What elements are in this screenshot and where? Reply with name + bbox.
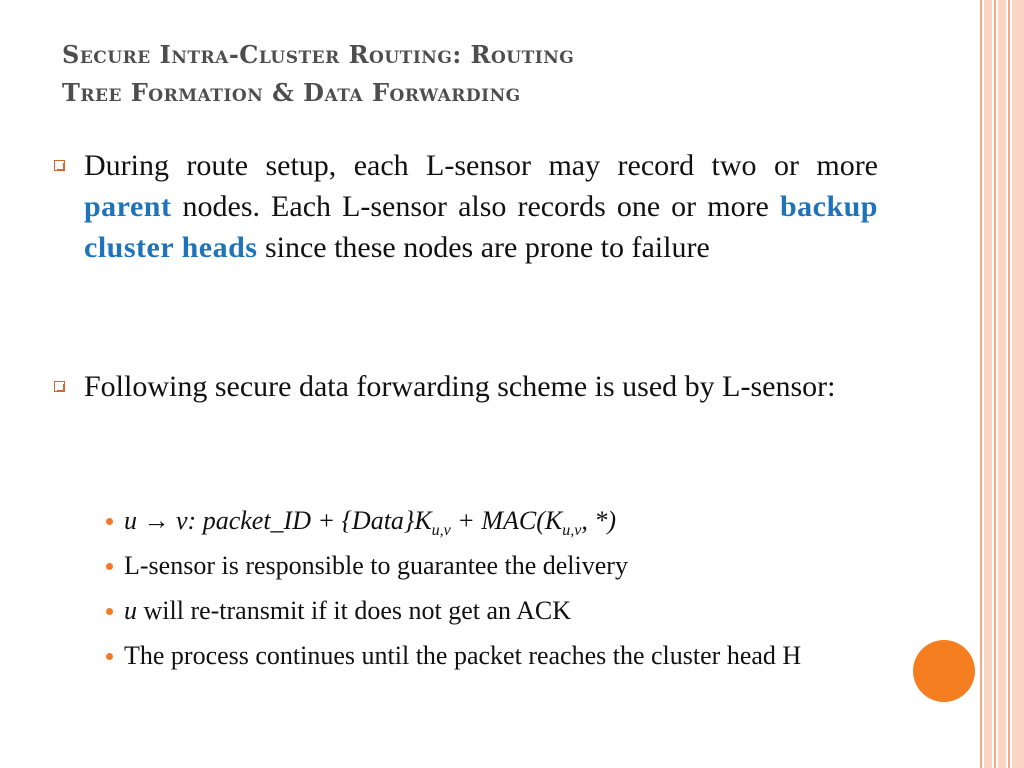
title-line-2: Tree Formation & Data Forwarding: [62, 78, 521, 107]
text-span: will re-transmit if it does not get an A…: [137, 596, 572, 625]
formula-part: u → v: packet_ID + {Data}K: [124, 506, 432, 535]
sub-bullet-responsible: L-sensor is responsible to guarantee the…: [106, 548, 866, 583]
decor-stripe: [1008, 0, 1010, 768]
highlight-backup-cluster-heads: backup cluster heads: [84, 190, 878, 264]
square-bullet-icon: [54, 160, 65, 171]
formula-subscript: u,v: [562, 522, 582, 539]
text-span: since these nodes are prone to failure: [257, 231, 710, 264]
dot-bullet-icon: [106, 518, 113, 525]
slide-title: Secure Intra-Cluster Routing: Routing Tr…: [62, 36, 882, 112]
decor-circle: [913, 640, 975, 702]
sub-bullet-text: L-sensor is responsible to guarantee the…: [124, 551, 628, 580]
square-bullet-icon: [54, 381, 65, 392]
sub-bullet-formula: u → v: packet_ID + {Data}Ku,v + MAC(Ku,v…: [106, 503, 866, 548]
bullet-route-setup: During route setup, each L-sensor may re…: [54, 145, 878, 268]
formula-subscript: u,v: [431, 522, 451, 539]
decor-stripe: [980, 0, 982, 768]
sub-bullet-text: u will re-transmit if it does not get an…: [124, 593, 866, 628]
dot-bullet-icon: [106, 608, 113, 615]
dot-bullet-icon: [106, 563, 113, 570]
sub-bullet-retransmit: u will re-transmit if it does not get an…: [106, 593, 866, 628]
formula-part: , *): [581, 506, 616, 535]
text-span: nodes. Each L-sensor also records one or…: [171, 190, 780, 223]
formula-text: u → v: packet_ID + {Data}Ku,v + MAC(Ku,v…: [124, 503, 866, 548]
formula-part: + MAC(K: [450, 506, 563, 535]
decor-stripe: [984, 0, 992, 768]
decor-stripe: [1012, 0, 1024, 768]
bullet-forwarding-scheme: Following secure data forwarding scheme …: [54, 366, 878, 407]
dot-bullet-icon: [106, 653, 113, 660]
bullet-text: Following secure data forwarding scheme …: [84, 370, 836, 403]
variable-u: u: [124, 596, 137, 625]
decor-stripe: [998, 0, 1006, 768]
sub-bullet-text: The process continues until the packet r…: [124, 641, 802, 670]
title-line-1: Secure Intra-Cluster Routing: Routing: [62, 40, 575, 69]
text-span: During route setup, each L-sensor may re…: [84, 149, 878, 182]
bullet-text: During route setup, each L-sensor may re…: [84, 145, 878, 268]
sub-bullet-process: The process continues until the packet r…: [106, 638, 866, 673]
highlight-parent: parent: [84, 190, 172, 223]
decor-stripe: [994, 0, 996, 768]
